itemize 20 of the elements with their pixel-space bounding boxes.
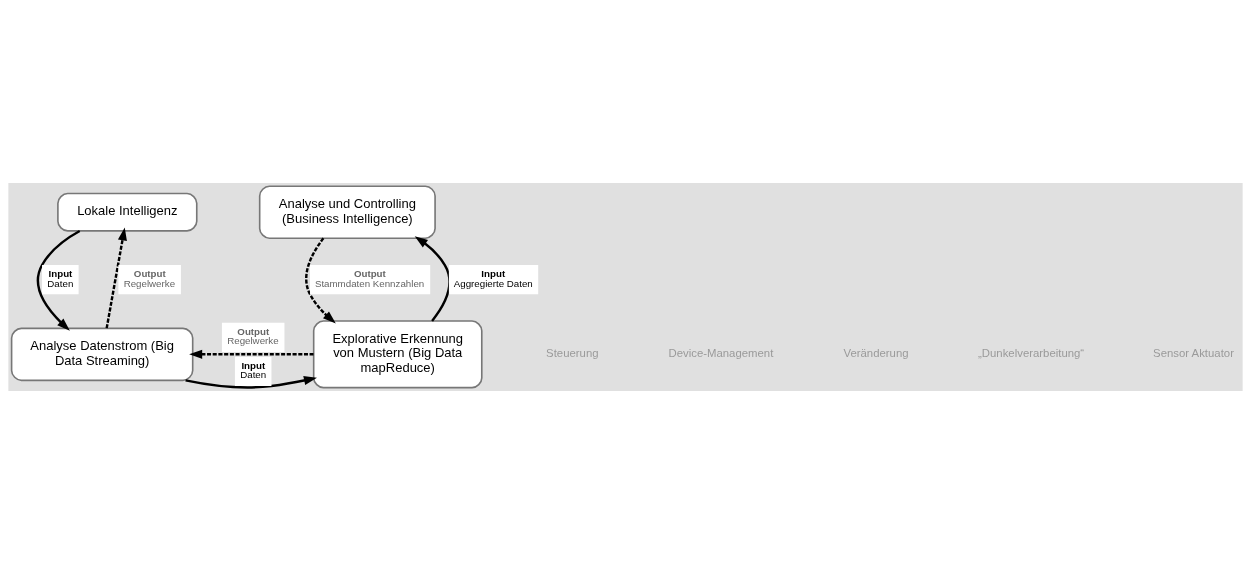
arrow <box>105 227 127 329</box>
arrow <box>305 237 336 324</box>
edge-label: Output Regelwerke <box>123 267 176 289</box>
node-box: Explorative Erkennung von Mustern (Big Data mapReduce) <box>312 320 483 389</box>
label: Veränderung <box>843 347 909 360</box>
edge-label: Input Daten <box>47 267 74 289</box>
node-box: Lokale Intelligenz <box>57 192 198 232</box>
label: „Dunkelverarbeitung“ <box>978 347 1085 360</box>
edge-label: Output Regelwerke <box>227 325 279 347</box>
label: Device-Management <box>668 347 774 360</box>
arrow <box>189 349 314 359</box>
arrow <box>185 376 317 389</box>
edge-label: Input Daten <box>240 359 267 381</box>
node-box: Analyse und Controlling (Business Intelligence) <box>258 185 436 240</box>
edge-label: Input Aggregierte Daten <box>453 267 533 289</box>
node-box: Analyse Datenstrom (Big Data Streaming) <box>10 327 194 382</box>
label: Steuerung <box>546 347 599 360</box>
edge-label: Output Stammdaten Kennzahlen <box>314 267 425 289</box>
arrow <box>414 236 451 322</box>
label: Sensor Aktuator <box>1153 347 1234 360</box>
